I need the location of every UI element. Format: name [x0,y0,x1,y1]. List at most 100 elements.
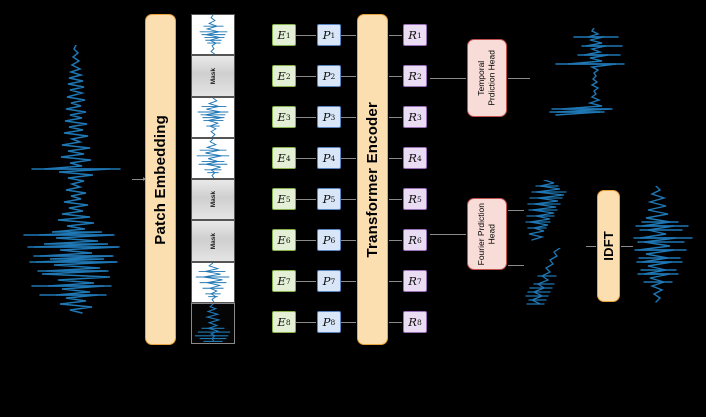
token-label: R [408,110,417,124]
token-label: R [408,28,417,42]
token-subscript: 6 [416,235,422,245]
connector-e5-p5 [296,198,316,200]
patch-cell-7[interactable] [191,261,235,303]
token-label: P [322,233,331,247]
patch-mask-label: Mask [209,191,217,208]
token-label: E [277,69,286,83]
token-subscript: 6 [330,235,336,245]
patch-cell-3[interactable] [191,96,235,138]
token-label: E [277,274,286,288]
fourier-real-waveform [524,180,594,242]
token-label: E [277,110,286,124]
patch-cell-4[interactable] [191,137,235,179]
token-subscript: 4 [330,153,336,163]
idft-module[interactable]: IDFT [597,190,620,302]
token-label: E [277,192,286,206]
connector-encoder-r8 [389,321,402,323]
fourier-prediction-head[interactable]: Fourier Prdiction Head [467,198,507,270]
fourier-head-label: Fourier Prdiction Head [476,203,497,265]
patch-cell-6-masked[interactable]: Mask [191,220,235,262]
transformer-encoder-module[interactable]: Transformer Encoder [357,14,388,345]
temporal-output-waveform [532,28,646,128]
patch-embedding-module[interactable]: Patch Embedding [145,14,176,345]
temporal-head-line2: Prdiction Head [487,50,497,106]
connector-encoder-r4 [389,157,402,159]
idft-label: IDFT [601,231,616,261]
connector-r-to-temporal-head [430,77,466,79]
temporal-head-label: Temporal Prdiction Head [476,50,497,106]
connector-e7-p7 [296,280,316,282]
token-label: P [322,151,331,165]
token-label: E [277,315,286,329]
token-subscript: 7 [285,276,291,286]
token-subscript: 6 [285,235,291,245]
connector-p2-encoder [341,75,356,77]
idft-output-waveform [632,186,706,306]
token-label: R [408,151,417,165]
temporal-prediction-head[interactable]: Temporal Prdiction Head [467,39,507,117]
token-label: P [322,315,331,329]
token-label: R [408,69,417,83]
patch-cell-1[interactable] [191,14,235,56]
token-subscript: 4 [416,153,422,163]
patch-sequence-column: Mask Mask [191,14,235,344]
token-subscript: 7 [330,276,336,286]
connector-e2-p2 [296,75,316,77]
transformer-encoder-label: Transformer Encoder [364,101,381,258]
token-subscript: 1 [330,30,336,40]
token-subscript: 8 [285,317,291,327]
connector-e8-p8 [296,321,316,323]
connector-e3-p3 [296,116,316,118]
token-subscript: 1 [285,30,291,40]
connector-fourier-head-to-real [508,210,524,212]
token-label: P [322,110,331,124]
connector-e6-p6 [296,239,316,241]
token-subscript: 2 [285,71,291,81]
patch-cell-8-highlighted[interactable] [191,302,235,344]
token-subscript: 2 [330,71,336,81]
token-label: P [322,192,331,206]
token-label: R [408,274,417,288]
connector-spectra-to-idft [586,245,596,247]
token-subscript: 2 [416,71,422,81]
connector-e1-p1 [296,34,316,36]
token-subscript: 3 [285,112,291,122]
connector-r-to-fourier-head [430,233,466,235]
patch-embedding-label: Patch Embedding [152,114,169,245]
token-label: R [408,233,417,247]
token-subscript: 7 [416,276,422,286]
token-label: P [322,69,331,83]
patch-cell-5-masked[interactable]: Mask [191,179,235,221]
fourier-head-line2: Head [487,223,497,245]
patch-cell-2-masked[interactable]: Mask [191,55,235,97]
token-subscript: 1 [416,30,422,40]
connector-input-to-patch-embedding [132,179,145,181]
token-label: E [277,233,286,247]
fourier-head-line1: Fourier Prdiction [476,202,487,266]
connector-encoder-r2 [389,75,402,77]
